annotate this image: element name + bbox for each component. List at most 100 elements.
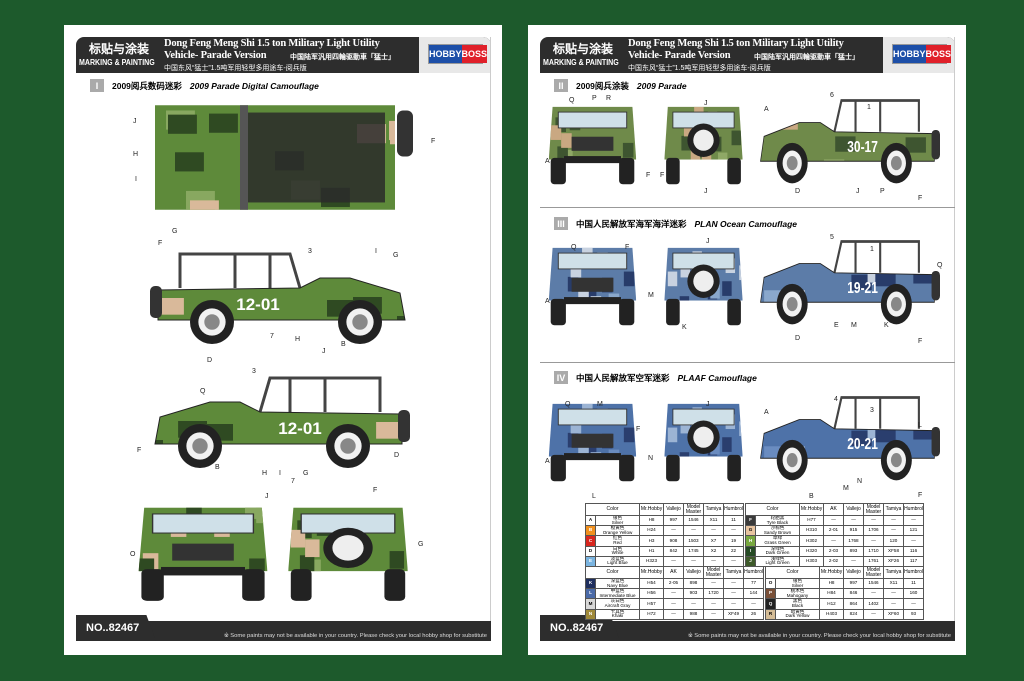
callout-label: Q: [569, 97, 575, 104]
color-code: H: [745, 535, 756, 547]
paint-note: ※ Some paints may not be available in yo…: [687, 633, 951, 639]
color-name-cn: 卡其色: [610, 609, 625, 614]
vallejo-code: 842: [663, 545, 685, 557]
section-en: 2009 Parade Digital Camouflage: [189, 80, 319, 91]
humbrol-code: 11: [903, 577, 925, 590]
color-name-cn: 淡蓝色: [610, 556, 625, 561]
model-master-code: 1710: [863, 545, 885, 557]
callout-label: F: [431, 138, 436, 145]
color-name-en: Intermediate Blue: [599, 592, 636, 598]
ak-code: —: [663, 598, 685, 610]
color-code: G: [745, 525, 756, 537]
vallejo-code: —: [843, 555, 865, 567]
section-en: 2009 Parade: [636, 80, 687, 91]
color-code: L: [585, 588, 596, 600]
vallejo-code: 846: [843, 588, 865, 600]
mr-hobby-code: H320: [799, 545, 825, 557]
color-name-en: Light Green: [765, 560, 790, 566]
callout-label: F: [660, 172, 665, 179]
mr-hobby-code: H323: [639, 555, 665, 567]
humbrol-code: —: [723, 525, 745, 537]
column-header: Model Master: [863, 566, 885, 579]
vallejo-code: 915: [843, 525, 865, 537]
color-name-en: Red: [613, 539, 622, 545]
ak-code: 2-01: [823, 525, 845, 537]
model-master-code: 1402: [863, 598, 885, 610]
header-cn-sub2: 中国东风“猛士”1.5吨军用轻型多用途车-阅兵版: [164, 65, 307, 72]
color-name-en: Navy Blue: [607, 582, 628, 588]
callout-label: D: [207, 357, 213, 364]
humbrol-code: 26: [743, 608, 765, 620]
ak-code: 2-02: [823, 555, 845, 567]
vehicle-ocean-front-view: [545, 239, 640, 327]
column-header: Mr.Hobby: [639, 566, 665, 579]
callout-label: J: [706, 238, 710, 245]
page-footer: NO..82467※ Some paints may not be availa…: [540, 615, 955, 641]
callout-label: P: [880, 188, 885, 195]
callout-label: Q: [200, 388, 206, 395]
mr-hobby-code: H8: [639, 514, 665, 527]
vehicle-plaaf-side-view: 20-21: [757, 392, 940, 484]
color-name-cn: 中蓝色: [610, 588, 625, 594]
color-name-cn: 灰白色: [610, 598, 625, 604]
color-code: P: [765, 588, 776, 600]
model-master-code: —: [863, 588, 885, 600]
humbrol-code: 19: [723, 535, 745, 547]
color-name-en: Khaki: [611, 613, 624, 619]
mr-hobby-code: H8: [819, 577, 845, 590]
callout-label: 3: [870, 407, 874, 414]
tamiya-code: —: [723, 577, 745, 590]
vallejo-code: 903: [683, 588, 705, 600]
tamiya-code: 120: [883, 535, 905, 547]
vallejo-code: —: [843, 514, 865, 527]
callout-label: Q: [571, 244, 577, 251]
mr-hobby-code: H310: [799, 525, 825, 537]
callout-label: J: [704, 100, 708, 107]
section-cn: 2009阅兵涂装: [576, 80, 629, 91]
vallejo-code: 988: [683, 608, 705, 620]
humbrol-code: 117: [903, 555, 925, 567]
ak-code: —: [663, 608, 685, 620]
mr-hobby-code: H54: [639, 577, 665, 590]
callout-label: L: [592, 493, 596, 500]
tamiya-code: XF60: [883, 608, 905, 620]
paint-note: ※ Some paints may not be available in yo…: [223, 633, 487, 639]
vehicle-digital-side-view: 12-01: [150, 372, 410, 472]
header-title-line1: Dong Feng Meng Shi 1.5 ton Military Ligh…: [628, 38, 844, 49]
callout-label: 3: [252, 368, 256, 375]
humbrol-code: 11: [723, 514, 745, 527]
color-name-en: White: [611, 550, 624, 556]
model-master-code: —: [683, 525, 705, 537]
callout-label: Q: [565, 401, 571, 408]
callout-label: G: [393, 252, 399, 259]
ak-code: —: [663, 588, 685, 600]
callout-label: H: [133, 151, 139, 158]
column-header: Vallejo: [843, 503, 865, 516]
callout-label: J: [265, 493, 269, 500]
callout-label: O: [130, 551, 136, 558]
mr-hobby-code: H3: [639, 535, 665, 547]
model-master-code: 1546: [683, 514, 705, 527]
color-code: F: [745, 514, 756, 527]
callout-label: I: [375, 248, 377, 255]
color-name-en: Orange Yellow: [602, 529, 633, 535]
humbrol-code: —: [903, 535, 925, 547]
vehicle-number: 20-21: [847, 434, 878, 452]
color-name-cn: 深蓝色: [610, 578, 625, 583]
page-header: 标贴与涂装 MARKING & PAINTING Dong Feng Meng …: [76, 37, 491, 73]
model-master-code: —: [863, 535, 885, 547]
column-header: Mr.Hobby: [639, 503, 665, 516]
callout-label: G: [172, 228, 178, 235]
color-name-cn: 沙棕色: [770, 525, 785, 531]
color-name-en: Sandy Brown: [763, 529, 792, 535]
tamiya-code: —: [883, 525, 905, 537]
color-name-en: Tyre Black: [766, 519, 789, 525]
